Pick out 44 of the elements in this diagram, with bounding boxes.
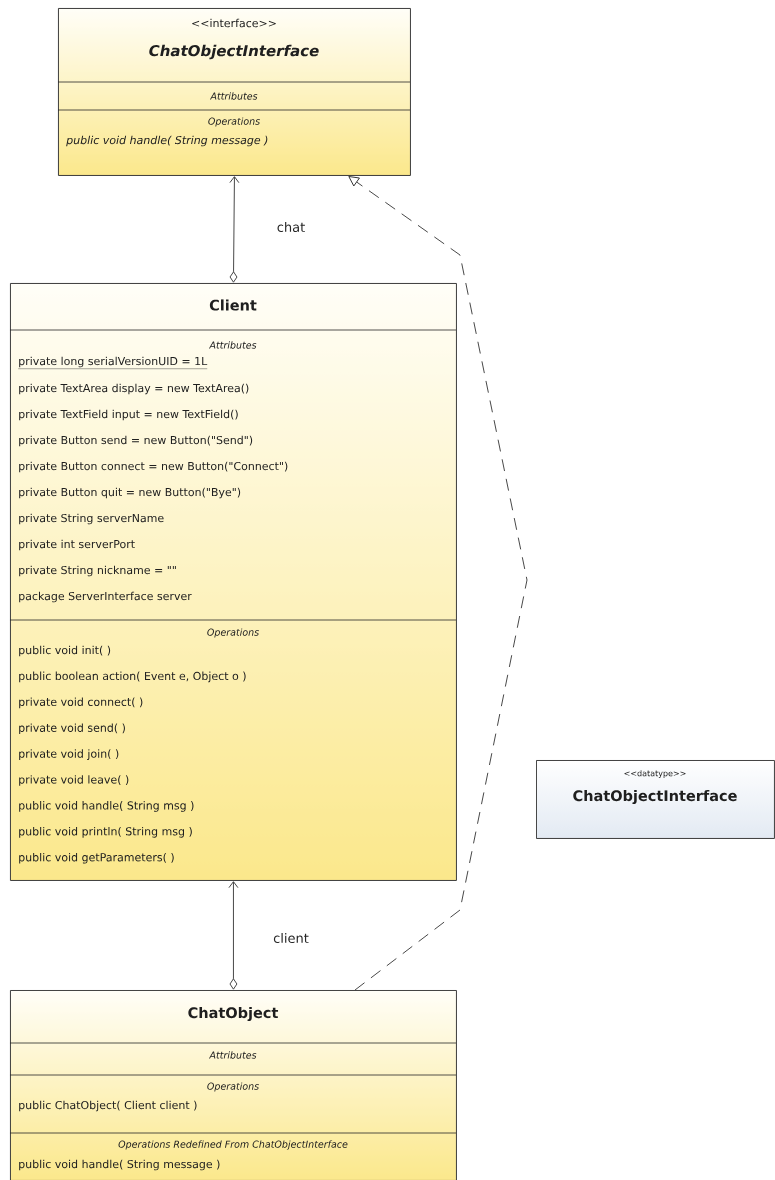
attribute-text: private TextField input = new TextField() [19,409,238,421]
operation-text: public void handle( String message ) [66,135,268,147]
association-arrow [228,881,239,990]
realization-arrow [348,176,528,991]
operation-text: public boolean action( Event e, Object o ) [19,671,246,683]
attribute-text: private String serverName [19,513,164,525]
compartment-title: Operations [207,1082,259,1092]
association-arrow [229,176,240,283]
operation-text: private void leave( ) [19,775,129,786]
class-box [9,283,457,881]
operation-text: public void handle( String msg ) [19,801,194,812]
compartment-title: Operations [207,628,259,638]
compartment-title: Operations [208,117,260,127]
attribute-text: package ServerInterface server [19,591,192,603]
attribute-text: private Button quit = new Button("Bye") [19,487,241,499]
class-name: ChatObjectInterface [573,789,737,805]
attribute-text: private String nickname = "" [19,565,176,577]
class-name: Client [209,299,257,311]
class-box [9,990,457,1180]
operation-text: public void getParameters( ) [19,852,174,864]
class-name: ChatObjectInterface [149,44,319,60]
stereotype-label: <<interface>> [192,18,276,28]
class-box [536,760,775,839]
edge-label: chat [275,221,307,234]
operation-text: public void println( String msg ) [19,827,192,838]
operation-text: public void handle( String message ) [19,1159,220,1171]
operation-text: private void connect( ) [19,697,143,709]
compartment-title: Attributes [209,92,258,100]
operation-text: public void init( ) [19,645,111,657]
operation-text: private void send( ) [19,723,125,735]
edge-label: client [272,931,310,945]
attribute-text: private TextArea display = new TextArea() [19,383,249,395]
attribute-text: private Button connect = new Button("Connect") [19,461,288,473]
operation-text: public ChatObject( Client client ) [19,1100,197,1112]
compartment-title: Attributes [208,1051,257,1059]
compartment-title: Operations Redefined From ChatObjectInterface [118,1140,348,1150]
attribute-text: private long serialVersionUID = 1L [18,356,208,369]
compartment-title: Attributes [208,341,257,349]
class-name: ChatObject [188,1006,279,1022]
class-box [57,8,411,176]
attribute-text: private Button send = new Button("Send") [19,435,253,447]
attribute-text: private int serverPort [19,539,135,551]
stereotype-label: <<datatype>> [624,770,686,778]
operation-text: private void join( ) [19,749,119,760]
